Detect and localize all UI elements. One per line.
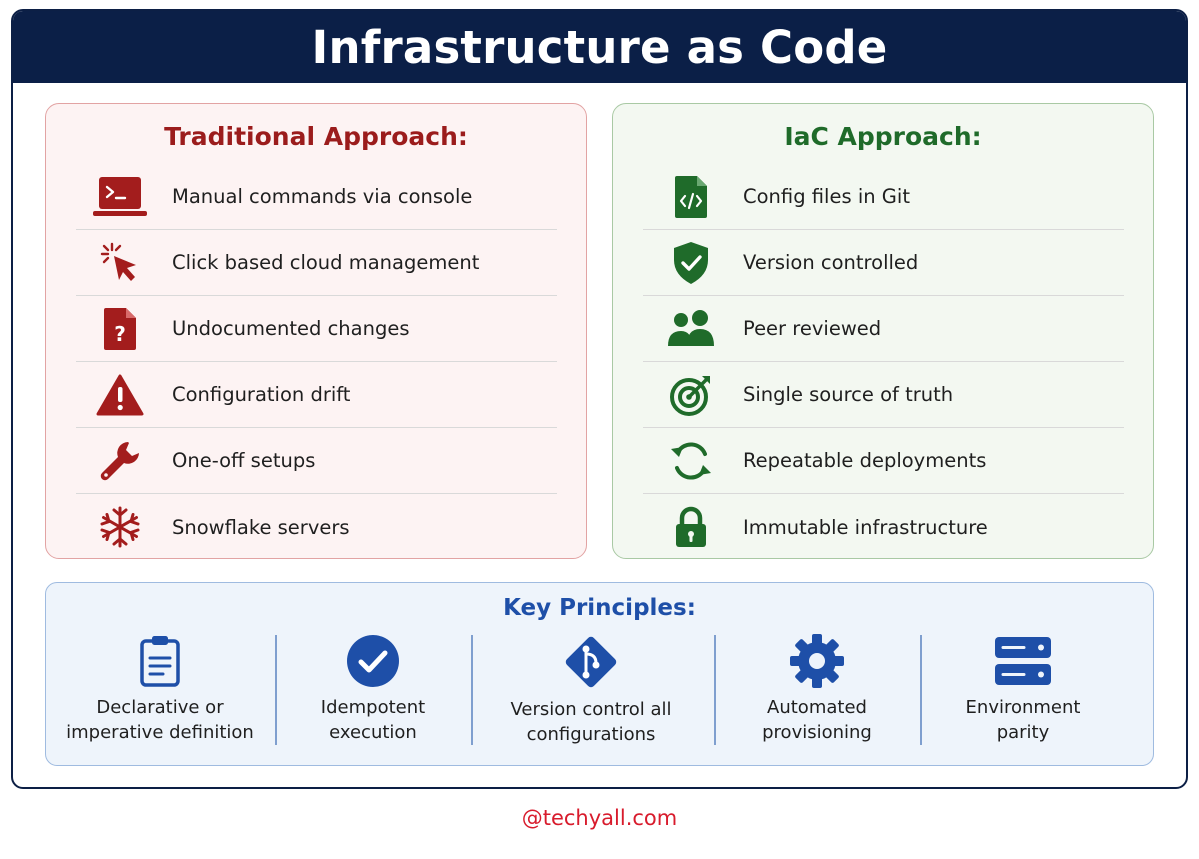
terminal-laptop-icon <box>72 171 172 223</box>
traditional-heading: Traditional Approach: <box>164 122 468 151</box>
iac-item: Config files in Git <box>643 164 1124 230</box>
principle-label: Declarative or imperative definition <box>66 697 254 743</box>
refresh-icon <box>643 435 743 487</box>
traditional-item-label: One-off setups <box>172 449 316 472</box>
page-title: Infrastructure as Code <box>311 20 888 74</box>
principle-label: Environment parity <box>965 697 1081 743</box>
cursor-click-icon <box>72 237 172 289</box>
principle-divider <box>471 635 473 745</box>
iac-item-label: Single source of truth <box>743 383 954 406</box>
principle-divider <box>714 635 716 745</box>
infographic-frame: Infrastructure as Code Traditional Appro… <box>11 9 1188 789</box>
check-circle-icon <box>346 633 400 689</box>
principle-label: Version control all configurations <box>510 699 672 745</box>
traditional-approach-panel: Traditional Approach: Manual commands vi… <box>45 103 587 559</box>
traditional-item: Configuration drift <box>76 362 557 428</box>
principle-divider <box>920 635 922 745</box>
iac-item: Repeatable deployments <box>643 428 1124 494</box>
iac-item-label: Version controlled <box>743 251 919 274</box>
principle-item: Environment parity <box>928 633 1118 745</box>
iac-item: Peer reviewed <box>643 296 1124 362</box>
traditional-item-label: Configuration drift <box>172 383 351 406</box>
traditional-item: ? Undocumented changes <box>76 296 557 362</box>
shield-check-icon <box>643 237 743 289</box>
traditional-item: Manual commands via console <box>76 164 557 230</box>
footer-credit: @techyall.com <box>521 806 678 830</box>
iac-item-label: Peer reviewed <box>743 317 882 340</box>
iac-item-label: Immutable infrastructure <box>743 515 988 539</box>
principle-item: Version control all configurations <box>478 633 704 745</box>
iac-approach-panel: IaC Approach: Config files in Git <box>612 103 1154 559</box>
svg-text:?: ? <box>114 322 126 346</box>
iac-item: Single source of truth <box>643 362 1124 428</box>
traditional-item: One-off setups <box>76 428 557 494</box>
gear-icon <box>789 633 845 689</box>
clipboard-icon <box>138 633 182 689</box>
principle-item: Automated provisioning <box>722 633 912 745</box>
traditional-item-label: Snowflake servers <box>172 515 350 539</box>
snowflake-icon <box>72 501 172 553</box>
server-stack-icon <box>994 633 1052 689</box>
iac-item-label: Repeatable deployments <box>743 449 987 472</box>
iac-item: Immutable infrastructure <box>643 494 1124 560</box>
target-icon <box>643 369 743 421</box>
people-icon <box>643 303 743 355</box>
principle-item: Idempotent execution <box>283 633 463 745</box>
principles-heading: Key Principles: <box>503 595 696 621</box>
code-file-icon <box>643 171 743 223</box>
iac-item: Version controlled <box>643 230 1124 296</box>
title-bar: Infrastructure as Code <box>13 11 1186 83</box>
traditional-item: Click based cloud management <box>76 230 557 296</box>
traditional-item-label: Manual commands via console <box>172 185 473 208</box>
padlock-icon <box>643 501 743 553</box>
iac-item-label: Config files in Git <box>743 185 910 208</box>
key-principles-panel: Key Principles: Declarative or imperativ… <box>45 582 1154 766</box>
traditional-item: Snowflake servers <box>76 494 557 560</box>
warning-triangle-icon <box>72 369 172 421</box>
wrench-icon <box>72 435 172 487</box>
traditional-item-label: Undocumented changes <box>172 317 410 340</box>
principle-divider <box>275 635 277 745</box>
iac-heading: IaC Approach: <box>784 122 982 151</box>
traditional-item-label: Click based cloud management <box>172 251 480 274</box>
principle-label: Automated provisioning <box>762 697 872 743</box>
principle-label: Idempotent execution <box>320 697 426 743</box>
document-question-icon: ? <box>72 303 172 355</box>
git-branch-icon <box>562 633 620 691</box>
principle-item: Declarative or imperative definition <box>60 633 260 745</box>
